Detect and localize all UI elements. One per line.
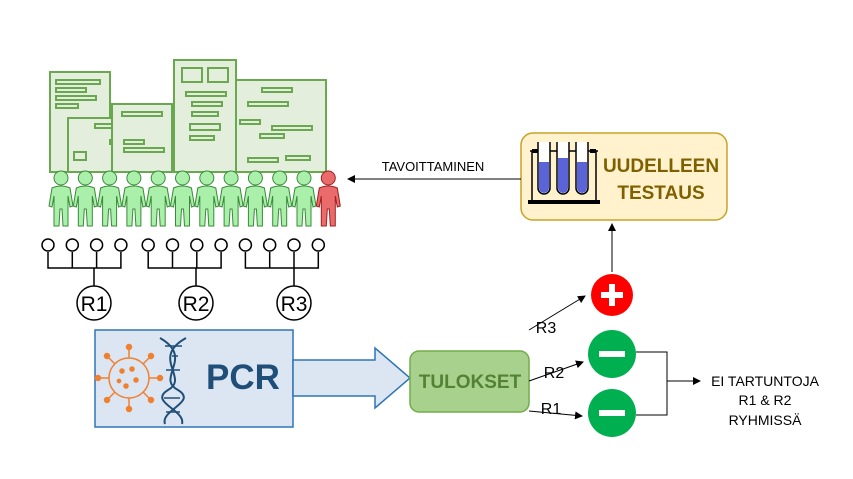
pcr-to-results-arrow (292, 346, 412, 410)
branch-label-r1: R1 (541, 401, 562, 418)
pool-groups (41, 238, 326, 286)
person-icon (169, 170, 196, 227)
sample-node-icon (165, 238, 180, 252)
results-label: TULOKSET (419, 372, 522, 393)
sample-node-icon (141, 238, 155, 252)
person-icon (267, 170, 293, 227)
negative-result-r1-icon (588, 389, 636, 437)
sample-node-icon (114, 238, 128, 252)
svg-text:R1: R1 (81, 293, 108, 316)
pool-label-r3: R3 (276, 285, 312, 321)
retest-box (520, 132, 728, 221)
retest-label-line-1: UUDELLEEN (603, 156, 719, 177)
sample-node-icon (65, 238, 80, 252)
results-box (409, 350, 530, 413)
person-icon (242, 170, 268, 227)
people-group (48, 170, 341, 227)
person-icon (72, 170, 98, 227)
dna-icon (159, 337, 187, 425)
sample-node-icon (214, 238, 228, 252)
pool-bus-line (147, 252, 222, 269)
pool-label-r2: R2 (178, 285, 214, 321)
sample-node-icon (262, 238, 277, 252)
sample-node-icon (311, 238, 326, 252)
branch-arrow-r3 (528, 295, 586, 331)
person-positive-icon (315, 170, 341, 227)
conclusion-line-3: RYHMISSÄ (729, 412, 803, 428)
svg-text:R2: R2 (183, 293, 210, 316)
person-icon (97, 170, 123, 227)
pool-bus-line (47, 252, 122, 269)
test-tubes-icon (528, 142, 600, 204)
branch-arrow-r2 (528, 360, 584, 382)
person-icon (48, 170, 74, 227)
sample-node-icon (238, 238, 253, 252)
person-icon (194, 170, 220, 227)
person-icon (145, 170, 171, 227)
pool-bus-line (244, 252, 320, 269)
svg-text:R3: R3 (281, 293, 308, 316)
person-icon (218, 170, 244, 227)
branch-arrow-r1 (528, 410, 583, 420)
person-icon (121, 170, 147, 227)
sample-node-icon (190, 238, 204, 252)
negative-result-r2-icon (588, 330, 636, 378)
negatives-bracket (636, 351, 701, 416)
sample-node-icon (41, 238, 55, 252)
reach-label: TAVOITTAMINEN (382, 159, 485, 174)
virus-icon (94, 343, 164, 413)
conclusion-line-1: EI TARTUNTOJA (711, 373, 820, 389)
branch-label-r2: R2 (544, 365, 565, 382)
pool-label-r1: R1 (76, 285, 112, 321)
city-buildings-icon (49, 59, 327, 173)
branch-label-r3: R3 (536, 320, 557, 337)
pcr-label: PCR (206, 358, 280, 397)
retest-label-line-2: TESTAUS (617, 183, 704, 204)
positive-result-icon (591, 274, 633, 316)
person-icon (291, 170, 317, 227)
conclusion-line-2: R1 & R2 (739, 392, 792, 408)
sample-node-icon (89, 238, 104, 252)
sample-node-icon (287, 238, 301, 252)
